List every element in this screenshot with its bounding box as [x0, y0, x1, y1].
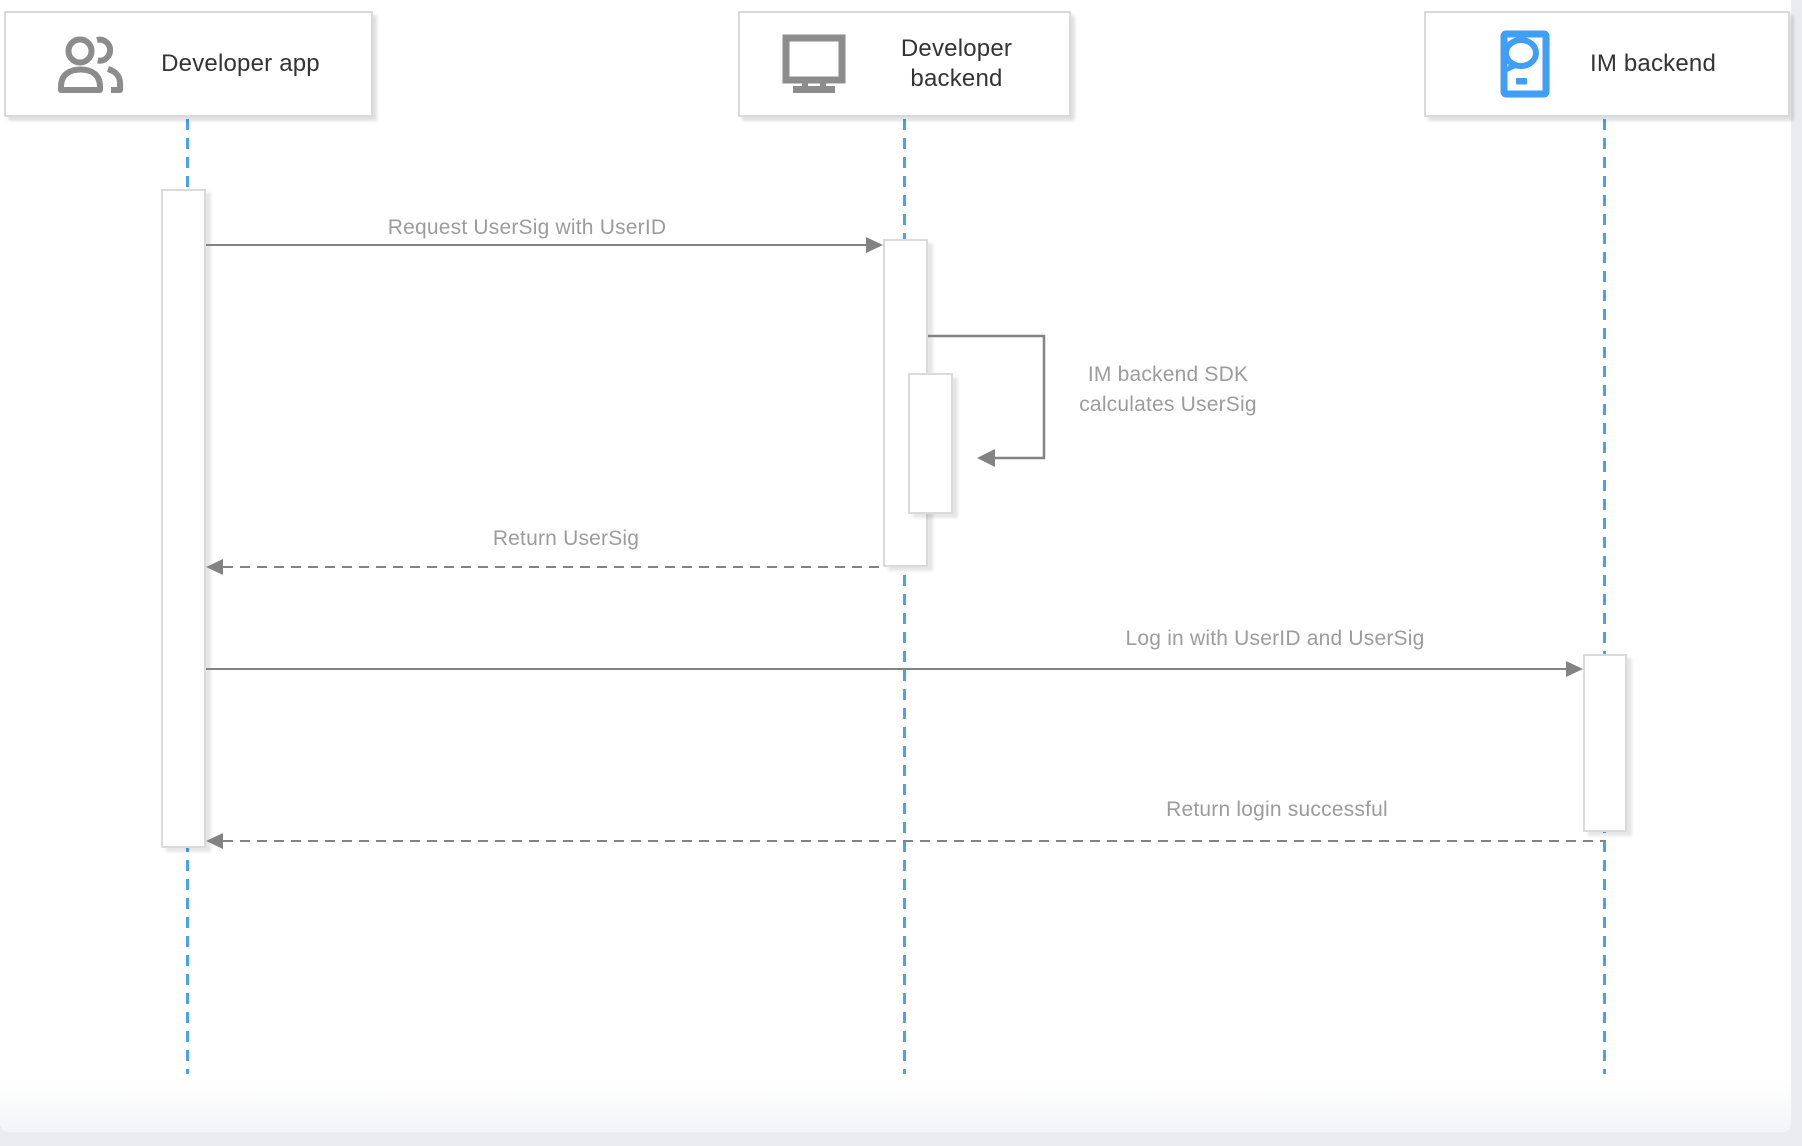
- message-label: Log in with UserID and UserSig: [1125, 627, 1425, 650]
- actor-developer-backend: Developer backend: [738, 11, 1071, 117]
- arrowhead-left-icon: [206, 559, 223, 575]
- message-label: IM backend SDK calculates UserSig: [1062, 360, 1274, 420]
- lifeline-developer-backend: [903, 119, 906, 1074]
- chat-device-icon: [1498, 30, 1556, 98]
- message-label: Return UserSig: [492, 527, 640, 550]
- activation-im-backend: [1583, 654, 1627, 832]
- activation-developer-backend-nested: [908, 373, 953, 514]
- message-line: [223, 840, 1606, 842]
- actor-developer-app: Developer app: [4, 11, 373, 117]
- message-label: Return login successful: [1166, 798, 1388, 821]
- message-line: [206, 244, 867, 246]
- message-label: Request UserSig with UserID: [387, 216, 667, 239]
- bottom-fade: [0, 1084, 1791, 1132]
- message-label-line: calculates UserSig: [1079, 393, 1257, 416]
- arrowhead-right-icon: [866, 237, 883, 253]
- actor-label: Developer backend: [900, 35, 1013, 92]
- activation-developer-app: [161, 189, 206, 848]
- monitor-icon: [778, 33, 848, 95]
- self-loop-line: [928, 334, 1046, 467]
- users-icon: [57, 33, 127, 95]
- message-line: [206, 668, 1567, 670]
- message-line: [223, 566, 883, 568]
- message-label-line: IM backend SDK: [1087, 363, 1249, 386]
- actor-label: Developer app: [161, 50, 320, 77]
- arrowhead-left-icon: [206, 833, 223, 849]
- arrowhead-right-icon: [1566, 661, 1583, 677]
- actor-label: IM backend: [1589, 50, 1717, 77]
- lifeline-im-backend: [1603, 119, 1606, 1074]
- actor-im-backend: IM backend: [1424, 11, 1790, 117]
